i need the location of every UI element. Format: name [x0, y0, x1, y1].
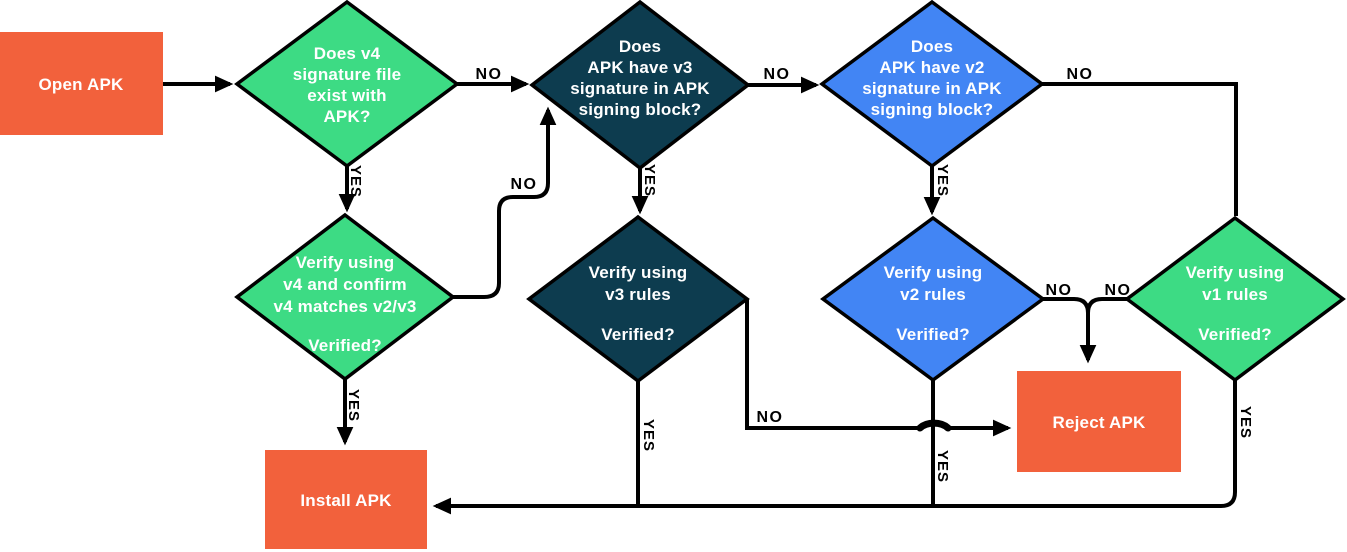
- edge-v2question-no-to-v1verify: [1042, 82, 1238, 216]
- label-yes-v2verify: YES: [934, 450, 951, 483]
- edge-v4verify-no-to-v3question: [453, 106, 557, 299]
- label-yes-v3question: YES: [641, 164, 658, 197]
- node-v1-verify: [1124, 215, 1346, 383]
- reject-apk-label: Reject APK: [1052, 413, 1146, 432]
- v3-question-line: APK have v3: [587, 58, 692, 77]
- v1-verify-line: v1 rules: [1202, 285, 1268, 304]
- label-no-v3verify: NO: [757, 409, 784, 426]
- label-no-v4question: NO: [476, 66, 503, 83]
- node-v4-signature-question: [234, 0, 460, 169]
- v1-verify-line: Verify using: [1186, 263, 1285, 282]
- v2-verify-line: Verify using: [884, 263, 983, 282]
- label-yes-v1verify: YES: [1237, 406, 1254, 439]
- v2-question-line: signature in APK: [862, 79, 1002, 98]
- v3-verify-line: v3 rules: [605, 285, 671, 304]
- v3-question-line: Does: [619, 37, 661, 56]
- label-yes-v4verify: YES: [345, 389, 362, 422]
- label-no-v3question: NO: [764, 66, 791, 83]
- node-v4-verify: [234, 212, 456, 382]
- v3-verify-line: Verify using: [589, 263, 688, 282]
- node-reject-apk: [1017, 371, 1181, 472]
- v1-verify-verified: Verified?: [1198, 325, 1272, 344]
- v2-question-line: Does: [911, 37, 953, 56]
- v4-verify-line: v4 matches v2/v3: [273, 297, 416, 316]
- node-v2-signature-question: [819, 0, 1045, 169]
- node-install-apk: [265, 450, 427, 549]
- install-apk-label: Install APK: [300, 491, 392, 510]
- v4-question-line: APK?: [323, 107, 370, 126]
- edge-v1verify-yes-to-install: [432, 380, 1237, 515]
- v4-verify-verified: Verified?: [308, 336, 382, 355]
- v2-question-line: signing block?: [871, 100, 994, 119]
- v3-verify-verified: Verified?: [601, 325, 675, 344]
- v4-question-line: signature file: [293, 65, 402, 84]
- label-yes-v3verify: YES: [640, 419, 657, 452]
- v4-verify-line: Verify using: [296, 253, 395, 272]
- v2-question-line: APK have v2: [879, 58, 984, 77]
- node-open-apk: [0, 32, 163, 135]
- label-yes-v4question: YES: [347, 165, 364, 198]
- edge-v2verify-no-to-reject: [1043, 297, 1097, 364]
- label-no-v1verify: NO: [1105, 282, 1132, 299]
- node-v2-verify: [820, 215, 1046, 383]
- v2-verify-line: v2 rules: [900, 285, 966, 304]
- label-no-v4verify: NO: [511, 176, 538, 193]
- v4-question-line: exist with: [307, 86, 386, 105]
- edge-v1verify-no-merge: [1086, 297, 1127, 314]
- label-no-v2question: NO: [1067, 66, 1094, 83]
- node-v3-signature-question: [529, 0, 751, 171]
- v4-verify-line: v4 and confirm: [283, 275, 407, 294]
- edge-v3verify-no-to-reject: [745, 299, 1008, 428]
- label-no-v2verify: NO: [1046, 282, 1073, 299]
- v2-verify-verified: Verified?: [896, 325, 970, 344]
- v4-question-line: Does v4: [314, 44, 381, 63]
- label-yes-v2question: YES: [934, 164, 951, 197]
- node-v3-verify: [526, 214, 750, 384]
- open-apk-label: Open APK: [38, 75, 124, 94]
- v3-question-line: signature in APK: [570, 79, 710, 98]
- v3-question-line: signing block?: [579, 100, 702, 119]
